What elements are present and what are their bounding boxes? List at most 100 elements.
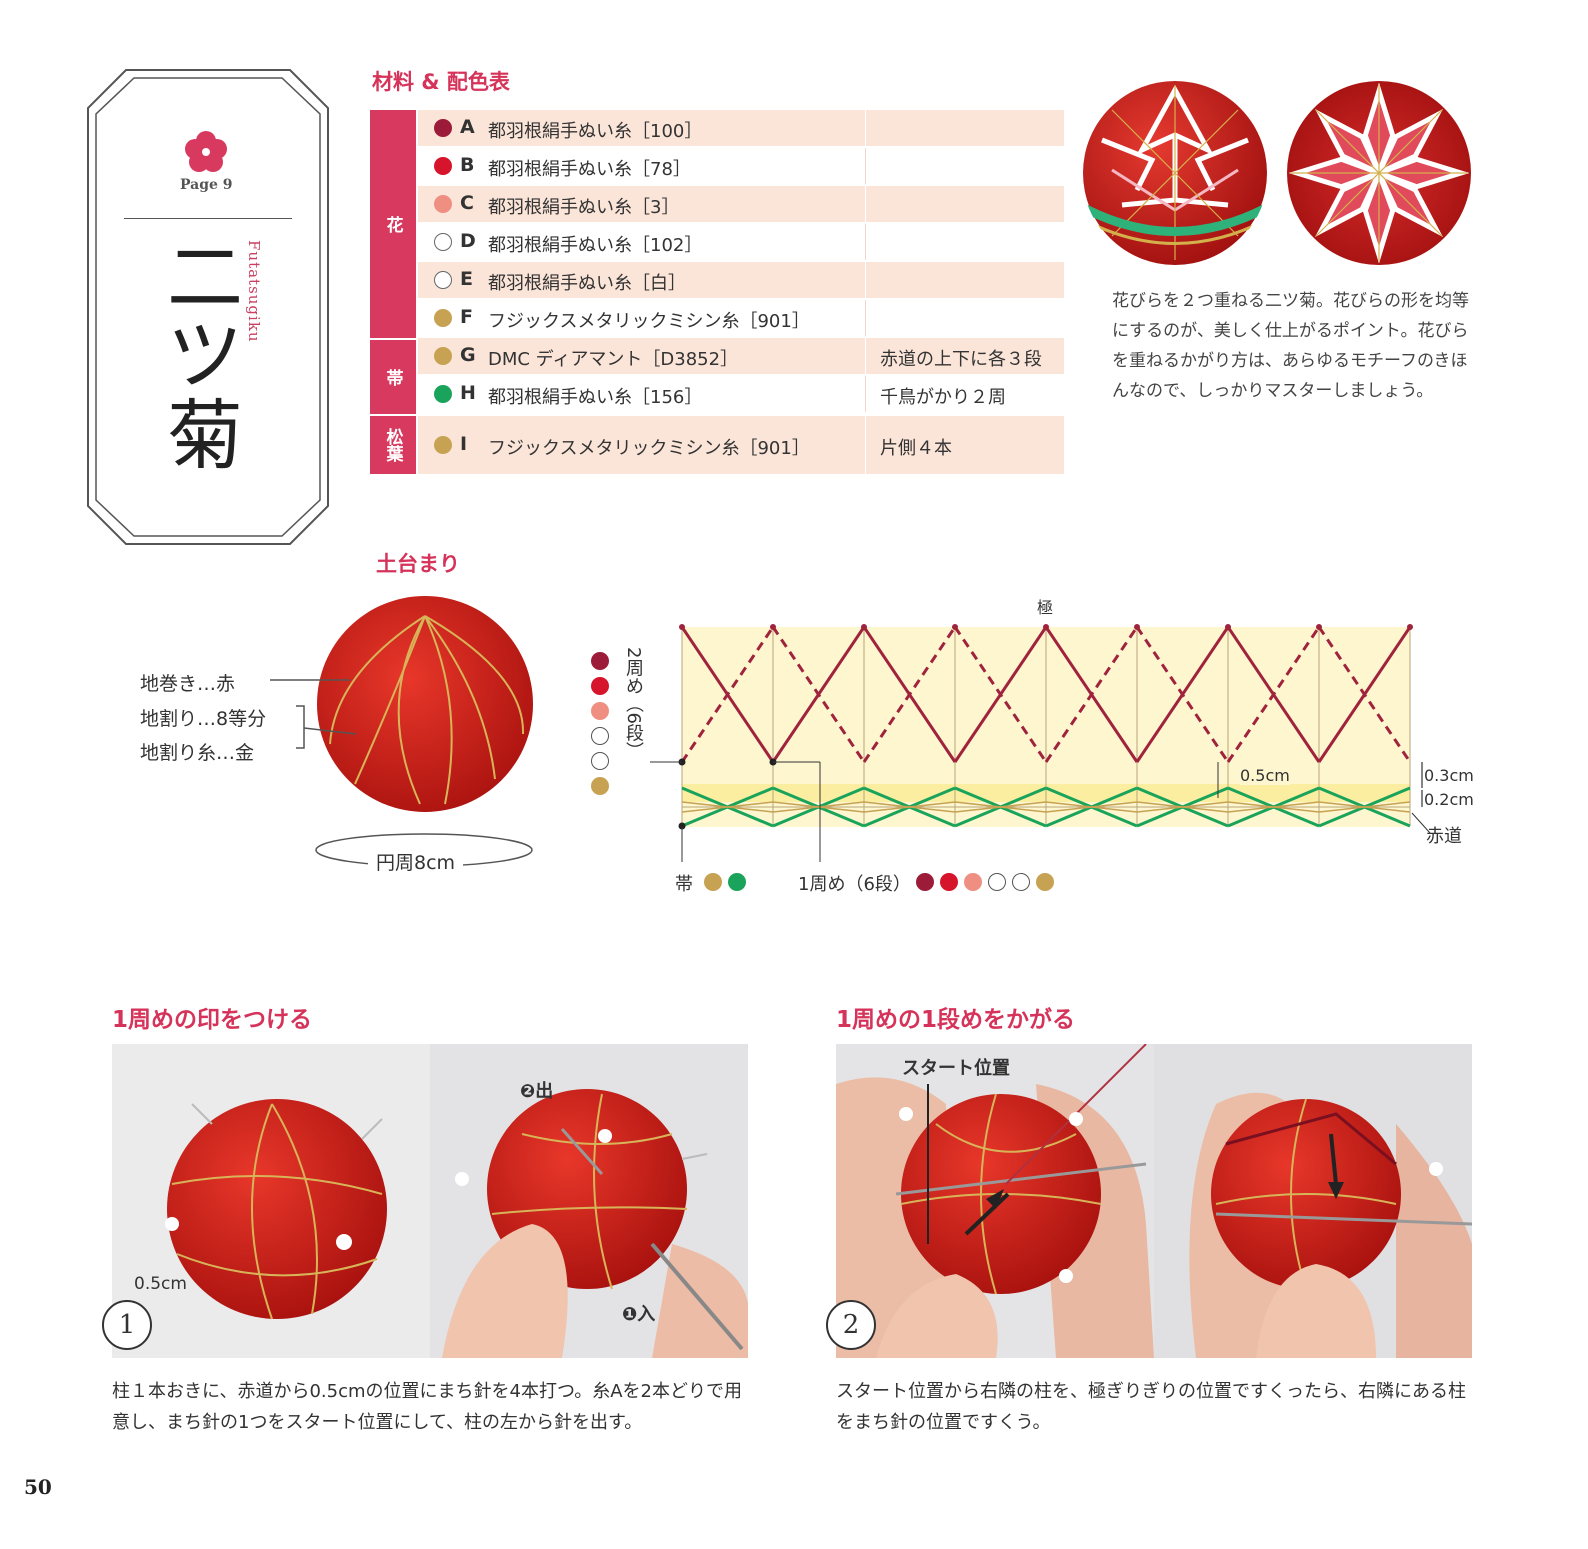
step1-out-label: ❷出 (520, 1081, 554, 1102)
material-letter: I (460, 433, 468, 455)
step1-in-label: ❶入 (622, 1304, 656, 1325)
color-swatch (434, 385, 452, 403)
band-gold-stitch (681, 801, 774, 813)
column-divider (865, 416, 866, 474)
material-name: DMC ディアマント［D3852］ (488, 349, 739, 370)
color-swatch (434, 195, 452, 213)
pole-point (1043, 624, 1049, 630)
base-ball-leaders (270, 679, 357, 749)
round1-color-dot (1012, 873, 1030, 891)
round2-stitch (680, 626, 775, 763)
column-divider (865, 186, 866, 222)
material-name: フジックスメタリックミシン糸［901］ (488, 311, 810, 332)
material-name: 都羽根絹手ぬい糸［3］ (488, 197, 680, 218)
material-letter: A (460, 116, 475, 138)
column-divider (865, 224, 866, 260)
step2-caption: スタート位置から右隣の柱を、極ぎりぎりの位置ですくったら、右隣にある柱をまち針の… (836, 1381, 1466, 1433)
material-row: G DMC ディアマント［D3852］ 赤道の上下に各３段 (418, 338, 1064, 374)
finished-temari-side-photo (1082, 81, 1268, 265)
step2-start-label: スタート位置 (902, 1058, 1010, 1079)
column-divider (865, 300, 866, 336)
stitch-diagram (650, 624, 1431, 862)
step1-dim-label: 0.5cm (134, 1274, 187, 1294)
base-ball-label-thread: 地割り糸…金 (140, 742, 255, 764)
pole-label: 極 (1037, 598, 1054, 617)
material-note: 千鳥がかり２周 (880, 387, 1006, 408)
round2-color-dot (591, 702, 609, 720)
round1-color-dot (916, 873, 934, 891)
round1-color-dot (964, 873, 982, 891)
round2-color-dot (591, 752, 609, 770)
material-note: 赤道の上下に各３段 (880, 349, 1042, 370)
material-letter: H (460, 382, 476, 404)
dim-02-label: 0.2cm (1424, 790, 1474, 809)
round2-stitch (1135, 626, 1230, 763)
color-swatch (434, 309, 452, 327)
round2-color-dot (591, 652, 609, 670)
round1-color-dot (1036, 873, 1054, 891)
round2-stitch (862, 626, 957, 763)
color-swatch (434, 271, 452, 289)
band-gold-stitch (863, 801, 956, 813)
band-gold-stitch (772, 801, 865, 813)
round2-stitch (1317, 626, 1412, 763)
page-number: 50 (24, 1475, 52, 1499)
round2-color-dots (591, 652, 609, 802)
band-gold-stitch (954, 801, 1047, 813)
band-gold-stitch (1318, 801, 1411, 813)
title-char-1: 二 (167, 233, 243, 322)
material-letter: G (460, 344, 476, 366)
round1-color-dot (988, 873, 1006, 891)
base-ball-label-division: 地割り…8等分 (140, 708, 267, 730)
pole-point (1134, 624, 1140, 630)
step1-caption: 柱１本おきに、赤道から0.5cmの位置にまち針を4本打つ。糸Aを2本どりで用意し… (112, 1381, 743, 1433)
description-text: 花びらを２つ重ねる二ツ菊。花びらの形を均等にするのが、美しく仕上がるポイント。花… (1112, 291, 1469, 401)
column-divider (865, 376, 866, 412)
pole-point (1225, 624, 1231, 630)
band-gold-stitch (1227, 801, 1320, 813)
step2-heading: 1周めの1段めをかがる (836, 1007, 1076, 1033)
material-name: 都羽根絹手ぬい糸［100］ (488, 121, 703, 142)
material-row: F フジックスメタリックミシン糸［901］ (418, 300, 1064, 336)
color-swatch (434, 347, 452, 365)
base-ball-heading: 土台まり (376, 552, 460, 576)
color-swatch (434, 157, 452, 175)
material-letter: F (460, 306, 473, 328)
title-card (86, 68, 330, 546)
pole-point (1316, 624, 1322, 630)
materials-heading: 材料 & 配色表 (372, 70, 510, 94)
pole-point (861, 624, 867, 630)
round2-color-dot (591, 727, 609, 745)
round2-label: 2周め（6段） (623, 647, 644, 760)
material-name: フジックスメタリックミシン糸［901］ (488, 438, 810, 459)
plum-flower-icon (185, 131, 227, 172)
material-name: 都羽根絹手ぬい糸［102］ (488, 235, 703, 256)
band-gold-stitch (1136, 801, 1229, 813)
material-letter: D (460, 230, 476, 252)
round2-color-dot (591, 777, 609, 795)
column-divider (865, 148, 866, 184)
color-swatch (434, 233, 452, 251)
pole-point (1407, 624, 1413, 630)
step1-number: 1 (102, 1300, 152, 1350)
step1-photo (112, 1044, 748, 1358)
dim-05-label: 0.5cm (1240, 766, 1290, 785)
base-ball-photo (317, 596, 533, 812)
column-divider (865, 338, 866, 374)
category-pine-needle: 松葉 (370, 416, 416, 474)
pole-point (770, 624, 776, 630)
round1-color-dots (916, 873, 1054, 891)
finished-temari-top-photo (1287, 81, 1471, 265)
material-name: 都羽根絹手ぬい糸［78］ (488, 159, 691, 180)
material-name: 都羽根絹手ぬい糸［白］ (488, 273, 686, 294)
category-band: 帯 (370, 340, 416, 414)
band-color-dot (728, 873, 746, 891)
equator-leader (1411, 812, 1431, 834)
step1-heading: 1周めの印をつける (112, 1007, 313, 1033)
title-romaji: Futatsugiku (245, 240, 263, 343)
color-swatch (434, 119, 452, 137)
